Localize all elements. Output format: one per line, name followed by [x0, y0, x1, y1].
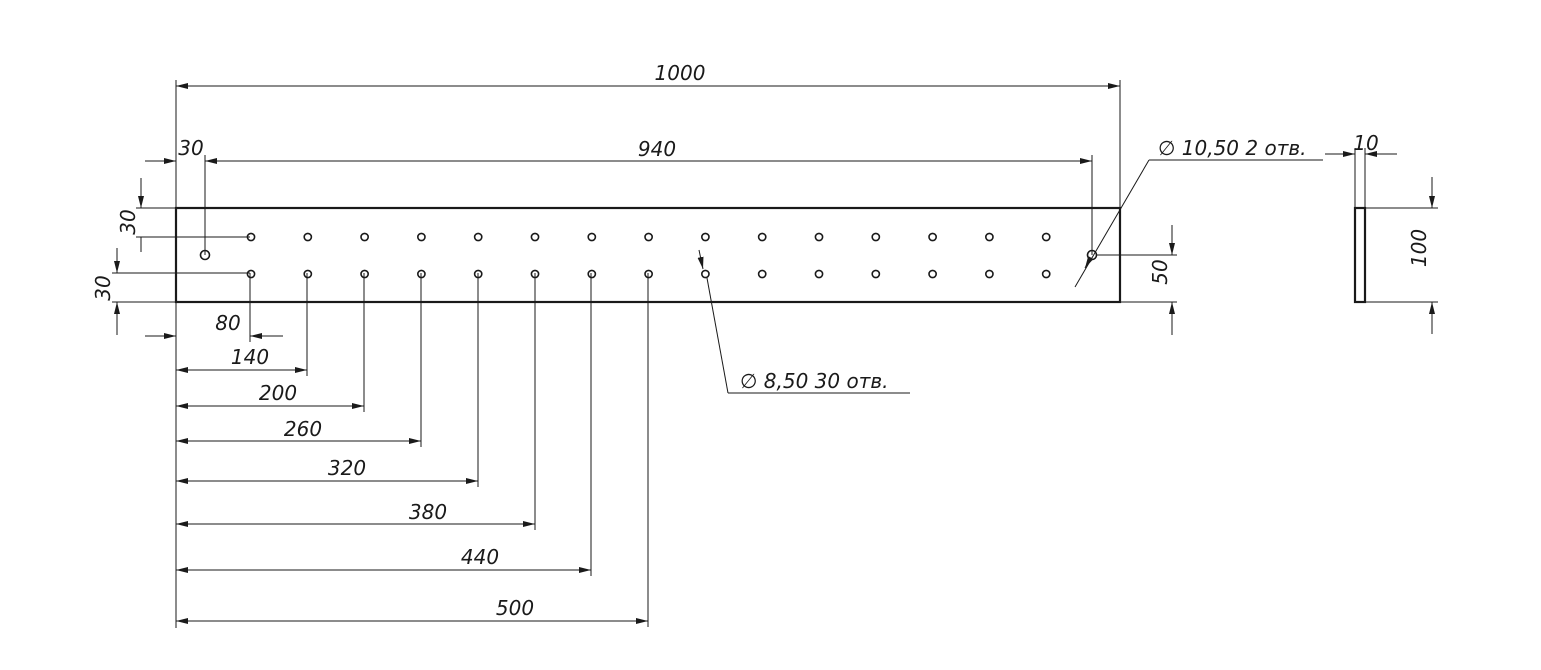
small-hole-callout-label: ∅ 8,50 30 отв. [740, 369, 889, 393]
small-hole [644, 232, 653, 242]
offset-500-label: 500 [496, 596, 534, 620]
small-hole [814, 232, 824, 242]
small-hole [246, 269, 256, 279]
bottom-row-offset-label: 30 [91, 275, 115, 300]
row-spacing-label: 50 [1148, 259, 1172, 284]
small-hole-callout: ∅ 8,50 30 отв. [697, 249, 910, 394]
small-hole [928, 269, 937, 279]
small-hole [757, 269, 767, 279]
small-hole [530, 232, 540, 242]
small-hole [701, 232, 710, 242]
small-hole [1041, 232, 1051, 242]
small-hole [303, 269, 313, 279]
offset-380-label: 380 [409, 500, 447, 524]
dimension-top-row-offset: 30 [116, 178, 250, 252]
overall-length-label: 1000 [655, 61, 706, 85]
small-hole [871, 269, 881, 279]
small-holes-group [246, 232, 1051, 279]
dimension-hole-offsets: 80 140 200 260 320 380 440 500 [145, 273, 649, 628]
small-hole [303, 232, 313, 242]
small-hole [416, 232, 426, 242]
small-hole [814, 269, 824, 279]
offset-140-label: 140 [231, 345, 269, 369]
dimension-edge-hole-spacing: 940 [204, 137, 1093, 255]
dimension-edge-offset: 30 [145, 136, 204, 164]
plate-side-view [1353, 206, 1367, 304]
small-hole [985, 269, 994, 279]
top-row-offset-label: 30 [116, 209, 140, 234]
small-hole [644, 269, 653, 279]
offset-440-label: 440 [461, 545, 499, 569]
offset-80-label: 80 [215, 311, 240, 335]
edge-hole-spacing-label: 940 [638, 137, 676, 161]
dimension-bottom-row-offset: 30 [91, 248, 250, 335]
small-hole [985, 232, 994, 242]
small-hole [360, 232, 369, 242]
dimension-thickness: 10 [1325, 131, 1397, 208]
offset-260-label: 260 [284, 417, 322, 441]
dimension-overall-length: 1000 [175, 61, 1121, 208]
large-hole-callout: ∅ 10,50 2 отв. [1074, 136, 1323, 288]
offset-320-label: 320 [328, 456, 366, 480]
small-hole [871, 232, 881, 242]
edge-offset-label: 30 [178, 136, 203, 160]
small-hole [928, 232, 937, 242]
thickness-label: 10 [1353, 131, 1378, 155]
small-hole [360, 269, 369, 279]
small-hole [1041, 269, 1051, 279]
dimension-row-spacing: 50 [1096, 225, 1177, 335]
large-hole-callout-label: ∅ 10,50 2 отв. [1158, 136, 1307, 160]
small-hole [587, 232, 597, 242]
dimension-plate-height: 100 [1365, 177, 1438, 334]
offset-200-label: 200 [259, 381, 297, 405]
plate-height-label: 100 [1407, 229, 1431, 267]
small-hole [473, 232, 483, 242]
small-hole [587, 269, 597, 279]
small-hole [757, 232, 767, 242]
small-hole [701, 269, 710, 279]
